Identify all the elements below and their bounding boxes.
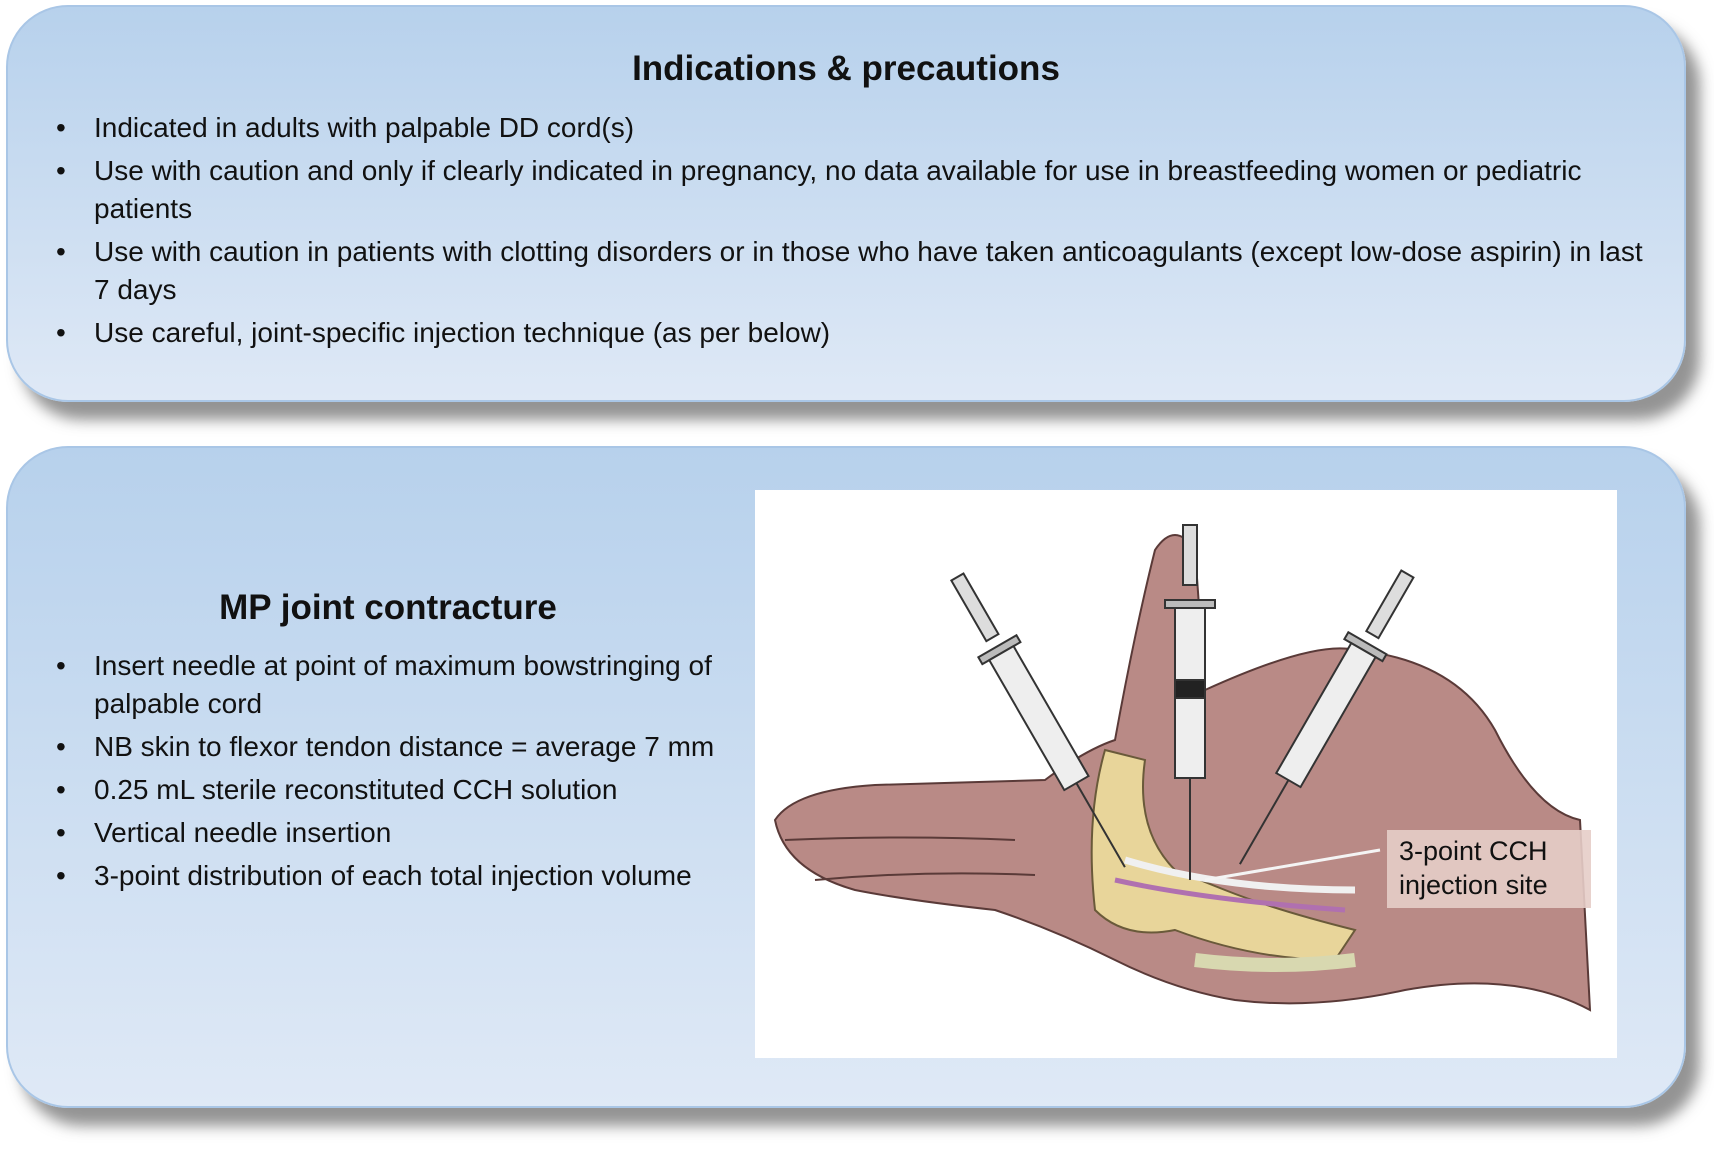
mp-joint-panel: MP joint contracture • Insert needle at p… [6,446,1686,1108]
list-item: • 3-point distribution of each total inje… [8,857,728,895]
bullet-text: Use with caution and only if clearly ind… [94,155,1582,224]
bullet-text: 3-point distribution of each total injec… [94,860,692,891]
bullet: • [56,236,66,267]
bullet: • [56,731,66,762]
hand-drawing [773,524,1592,1012]
list-item: • 0.25 mL sterile reconstituted CCH solut… [8,771,728,809]
mp-joint-list: • Insert needle at point of maximum bowst… [8,647,728,900]
syringe-center [1164,524,1216,880]
bullet-text: NB skin to flexor tendon distance = aver… [94,731,715,762]
injection-site-label: 3-point CCH injection site [1387,830,1591,908]
bullet: • [56,650,66,681]
list-item: • Vertical needle insertion [8,814,728,852]
bullet-text: Use careful, joint-specific injection te… [94,317,831,348]
indications-panel: Indications & precautions • Indicated in … [6,5,1686,402]
syringe-right [1239,569,1415,865]
list-item: • Use with caution and only if clearly in… [8,152,1644,228]
bullet-text: Insert needle at point of maximum bowstr… [94,650,712,719]
list-item: • Insert needle at point of maximum bowst… [8,647,728,723]
bullet: • [56,112,66,143]
bullet: • [56,817,66,848]
hand-injection-illustration: 3-point CCH injection site [755,490,1617,1058]
indications-list: • Indicated in adults with palpable DD co… [8,109,1644,357]
bullet: • [56,317,66,348]
mp-joint-title: MP joint contracture [219,588,557,627]
list-item: • Use careful, joint-specific injection t… [8,314,1644,352]
syringe-left [949,572,1126,868]
list-item: • Use with caution in patients with clott… [8,233,1644,309]
list-item: • Indicated in adults with palpable DD co… [8,109,1644,147]
bullet: • [56,774,66,805]
indications-title: Indications & precautions [632,49,1060,88]
bullet: • [56,860,66,891]
bullet-text: Vertical needle insertion [94,817,392,848]
bullet-text: Indicated in adults with palpable DD cor… [94,112,635,143]
bullet-text: Use with caution in patients with clotti… [94,236,1643,305]
bullet: • [56,155,66,186]
list-item: • NB skin to flexor tendon distance = ave… [8,728,728,766]
bullet-text: 0.25 mL sterile reconstituted CCH soluti… [94,774,618,805]
